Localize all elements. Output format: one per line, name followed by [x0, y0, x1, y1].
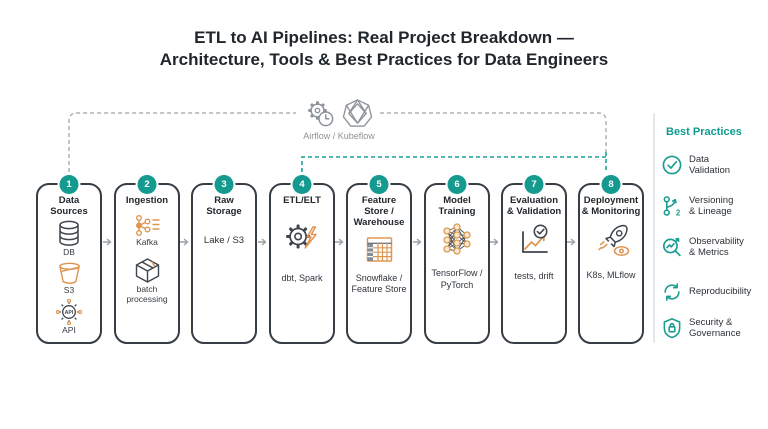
best-practice-security: Security & Governance: [661, 317, 741, 340]
step-number-badge: 6: [447, 175, 467, 194]
pipeline-card-model-training: 6 Model Training TensorFlow / PyTorch: [424, 175, 490, 344]
card-title: Raw Storage: [206, 195, 242, 218]
pipeline-card-feature-store: 5 Feature Store / Warehouse Snowflake / …: [346, 175, 412, 344]
api-icon: API: [56, 298, 82, 325]
best-practice-reproducibility: Reproducibility: [661, 281, 751, 303]
dashed-line-orchestration-right: [380, 112, 607, 152]
flow-arrow: [413, 238, 422, 246]
pipeline-card-raw-storage: 3 Raw Storage Lake / S3: [191, 175, 257, 344]
card-tools: K8s, MLflow: [586, 270, 636, 281]
card-tools: Snowflake / Feature Store: [351, 272, 407, 294]
observability-magnifier-icon: [662, 238, 681, 257]
dashed-line-feedback-loop: [301, 152, 607, 177]
flow-arrow: [567, 238, 576, 246]
kubeflow-icon: [342, 99, 372, 127]
card-body-text: Lake / S3: [203, 235, 245, 247]
flow-arrow: [103, 238, 112, 246]
metrics-check-icon: [521, 224, 548, 254]
check-circle-icon: [662, 155, 682, 175]
pipeline-card-deployment: 8 Deployment & Monitoring K8s, MLflow: [578, 175, 644, 344]
card-tools: tests, drift: [514, 271, 554, 282]
best-practice-label: Reproducibility: [689, 286, 752, 298]
pipeline-card-data-sources: 1 Data Sources DB S3: [36, 175, 102, 344]
flow-arrow: [335, 238, 344, 246]
s3-bucket-icon: [58, 262, 80, 285]
icon-label: API: [62, 324, 76, 335]
icon-label: Kafka: [136, 237, 158, 248]
best-practice-label: Versioning & Lineage: [689, 195, 734, 218]
best-practice-observability: Observability & Metrics: [661, 236, 744, 259]
icon-label: batch processing: [126, 283, 168, 304]
flow-arrow: [490, 238, 499, 246]
icon-label: DB: [63, 247, 75, 258]
page-title: ETL to AI Pipelines: Real Project Breakd…: [159, 28, 609, 70]
pipeline-card-etl-elt: 4 ETL/ELT dbt, Spark: [269, 175, 335, 344]
neural-network-icon: [443, 223, 471, 256]
step-number-badge: 2: [137, 175, 157, 194]
feature-table-icon: [366, 236, 392, 262]
svg-text:2: 2: [676, 209, 681, 218]
airflow-gear-clock-icon: [307, 100, 333, 126]
step-number-badge: 7: [524, 175, 544, 194]
best-practices-title: Best Practices: [666, 126, 742, 138]
best-practice-label: Observability & Metrics: [689, 236, 744, 259]
shield-lock-icon: [663, 318, 681, 339]
database-icon: [59, 221, 79, 247]
dashed-line-orchestration-left: [68, 112, 296, 172]
svg-text:API: API: [65, 310, 74, 316]
orchestration-label: Airflow / Kubeflow: [303, 131, 375, 141]
card-title: Evaluation & Validation: [506, 195, 562, 218]
card-title: Feature Store / Warehouse: [353, 195, 405, 229]
icon-label: S3: [63, 285, 75, 296]
card-title: Deployment & Monitoring: [581, 195, 641, 218]
step-number-badge: 4: [292, 175, 312, 194]
step-number-badge: 1: [59, 175, 79, 194]
versioning-branch-icon: 2: [663, 196, 681, 218]
reproducibility-cycle-icon: [664, 283, 680, 301]
orchestration-block: Airflow / Kubeflow: [278, 98, 400, 141]
step-number-badge: 3: [214, 175, 234, 194]
gear-bolt-icon: [285, 224, 317, 249]
best-practice-data-validation: Data Validation: [661, 154, 730, 177]
card-title: ETL/ELT: [283, 195, 321, 206]
best-practice-label: Data Validation: [689, 154, 731, 177]
pipeline-card-ingestion: 2 Ingestion Kafka batch processing: [114, 175, 180, 344]
step-number-badge: 5: [369, 175, 389, 194]
card-tools: TensorFlow / PyTorch: [431, 268, 483, 290]
kafka-icon: [135, 215, 159, 237]
flow-arrow: [258, 238, 267, 246]
flow-arrow: [180, 238, 189, 246]
step-number-badge: 8: [601, 175, 621, 194]
rocket-eye-icon: [597, 225, 629, 257]
best-practice-label: Security & Governance: [689, 317, 741, 340]
flow-arrows: [103, 238, 576, 246]
pipeline-card-evaluation: 7 Evaluation & Validation tests, drift: [501, 175, 567, 344]
best-practice-versioning: 2 Versioning & Lineage: [661, 195, 733, 218]
card-title: Model Training: [438, 195, 476, 218]
sidebar-divider: [653, 113, 655, 343]
card-tools: dbt, Spark: [281, 273, 323, 284]
batch-box-icon: [135, 258, 159, 283]
card-title: Ingestion: [125, 195, 169, 206]
card-title: Data Sources: [50, 195, 88, 218]
